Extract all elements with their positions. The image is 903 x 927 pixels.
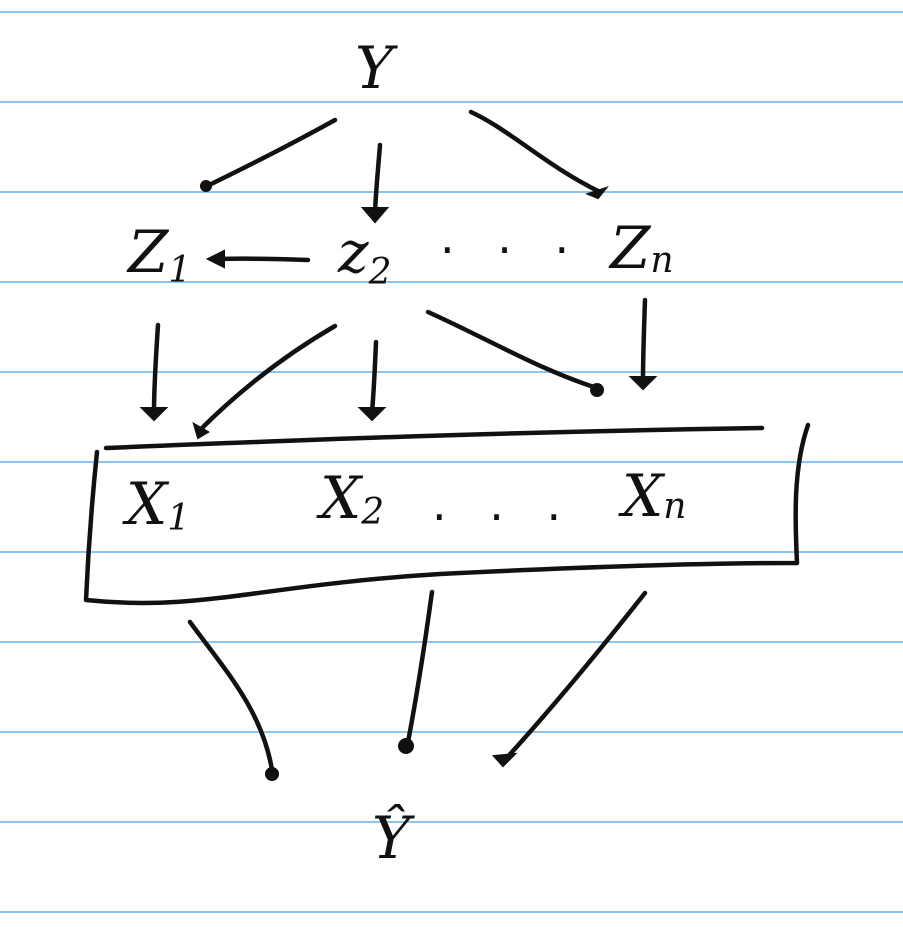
edge-z2-z1 <box>215 256 311 263</box>
edge-y-z2 <box>372 142 383 215</box>
edge-x-yhat-middle <box>405 589 435 745</box>
edge-zn-xn-tip <box>628 376 658 391</box>
edge-z1-x1-tip <box>139 407 169 422</box>
edge-x-yhat-left-tip <box>265 767 279 781</box>
node-x-ellipsis: . . . <box>432 477 575 531</box>
node-z1: Z1 <box>126 218 191 291</box>
edge-x-yhat-right-tip <box>491 752 518 768</box>
edge-y-zn-tip <box>585 185 609 200</box>
edge-z2-z1-tip <box>205 249 225 269</box>
edge-z2-x2 <box>369 339 379 415</box>
edge-y-zn <box>468 109 603 195</box>
node-xn: Xn <box>618 462 686 530</box>
edge-z2-xn-tip <box>590 383 604 397</box>
node-zn: Zn <box>608 214 674 282</box>
edge-y-z1 <box>202 117 338 190</box>
edge-z1-x1 <box>151 322 161 415</box>
edge-zn-xn <box>640 297 648 383</box>
node-x2: X2 <box>316 464 384 533</box>
edge-x-yhat-right <box>500 590 648 765</box>
edge-z2-x2-tip <box>357 407 387 422</box>
edge-x-yhat-middle-tip <box>398 738 414 754</box>
node-y-hat: Ŷ <box>372 804 415 872</box>
node-z2: z2 <box>337 218 391 293</box>
ruled-lines <box>0 11 903 913</box>
edge-x-yhat-left <box>187 619 275 773</box>
node-x1: X1 <box>122 470 190 539</box>
edge-y-z1-tip <box>200 180 212 192</box>
edge-z2-xn <box>425 309 600 391</box>
x-group-box <box>83 422 811 606</box>
node-z-ellipsis: · · · <box>440 223 583 277</box>
node-y: Y <box>355 34 398 102</box>
edge-z2-x1 <box>197 323 338 433</box>
edge-z2-x1-tip <box>192 421 210 440</box>
edge-y-z2-tip <box>360 207 390 224</box>
